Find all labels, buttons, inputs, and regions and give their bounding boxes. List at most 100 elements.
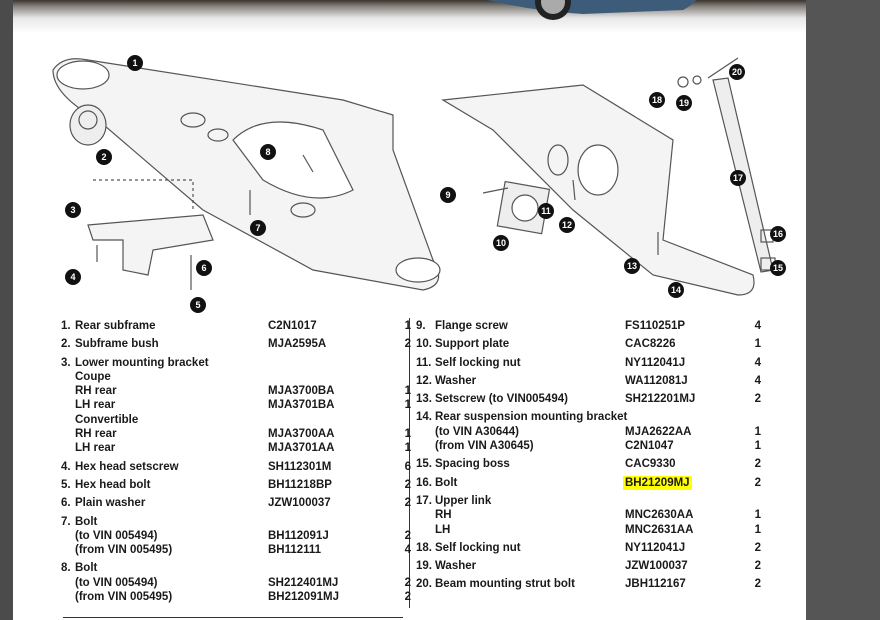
parts-list-subitem: Coupe <box>61 370 411 384</box>
callout-13: 13 <box>624 258 640 274</box>
part-quantity: 2 <box>754 541 761 554</box>
part-description: (from VIN A30645) <box>435 440 534 453</box>
svg-text:7: 7 <box>255 223 260 233</box>
part-number: C2N1047 <box>625 440 674 453</box>
part-quantity: 2 <box>404 478 411 491</box>
callout-18: 18 <box>649 92 665 108</box>
part-number: MJA3700AA <box>268 428 335 441</box>
part-number: JZW100037 <box>268 497 331 510</box>
svg-text:8: 8 <box>265 147 270 157</box>
part-description: Convertible <box>75 413 139 426</box>
callout-12: 12 <box>559 217 575 233</box>
part-description: Rear subframe <box>75 320 156 332</box>
svg-text:12: 12 <box>562 220 572 230</box>
part-number: BH112111 <box>268 544 322 557</box>
part-index: 20. <box>416 578 432 591</box>
svg-text:2: 2 <box>101 152 106 162</box>
parts-list-subitem: Convertible <box>61 413 411 427</box>
part-quantity: 2 <box>404 338 411 351</box>
part-description: Lower mounting bracket <box>75 356 209 369</box>
part-number: CAC8226 <box>625 338 676 351</box>
part-index: 16. <box>416 476 432 489</box>
part-number: SH112301M <box>268 460 332 473</box>
parts-list-item: 7.Bolt <box>61 515 411 529</box>
callout-1: 1 <box>127 55 143 71</box>
part-number: SH212201MJ <box>625 393 696 406</box>
part-index: 5. <box>61 478 71 491</box>
part-description: Beam mounting strut bolt <box>435 578 575 591</box>
part-index: 7. <box>61 515 71 528</box>
svg-text:20: 20 <box>732 67 742 77</box>
part-quantity: 2 <box>754 578 761 591</box>
part-description: Hex head bolt <box>75 478 151 491</box>
part-number: BH11218BP <box>268 478 332 491</box>
part-number: MJA3701BA <box>268 399 335 412</box>
svg-text:6: 6 <box>201 263 206 273</box>
parts-list-item: 8.Bolt <box>61 561 411 575</box>
parts-list-item: 3. Lower mounting bracket <box>61 356 411 370</box>
parts-list-item: 14.Rear suspension mounting bracket <box>416 410 761 424</box>
part-quantity: 2 <box>404 529 411 542</box>
part-number: BH212091MJ <box>268 591 339 604</box>
part-quantity: 4 <box>754 320 761 332</box>
part-index: 12. <box>416 374 432 387</box>
part-quantity: 1 <box>754 509 761 522</box>
part-number: MJA2595A <box>268 338 327 351</box>
page-header-banner <box>13 0 806 33</box>
callout-2: 2 <box>96 149 112 165</box>
part-description: Bolt <box>75 562 98 575</box>
svg-text:11: 11 <box>541 206 551 216</box>
callout-10: 10 <box>493 235 509 251</box>
part-number: FS110251P <box>625 320 686 332</box>
callout-8: 8 <box>260 144 276 160</box>
part-description: Bolt <box>435 476 458 489</box>
part-number: MJA2622AA <box>625 425 692 438</box>
callout-17: 17 <box>730 170 746 186</box>
part-quantity: 1 <box>404 385 411 398</box>
callout-6: 6 <box>196 260 212 276</box>
part-index: 3. <box>61 356 71 369</box>
callout-16: 16 <box>770 226 786 242</box>
part-quantity: 4 <box>404 544 411 557</box>
part-quantity: 2 <box>404 497 411 510</box>
part-quantity: 2 <box>754 560 761 573</box>
part-description: Washer <box>435 560 477 573</box>
part-index: 4. <box>61 460 71 473</box>
callout-14: 14 <box>668 282 684 298</box>
part-quantity: 2 <box>404 576 411 589</box>
part-description: Flange screw <box>435 320 508 332</box>
part-index: 11. <box>416 356 432 369</box>
part-quantity: 1 <box>754 440 761 453</box>
svg-text:15: 15 <box>773 263 783 273</box>
part-quantity: 2 <box>754 476 761 489</box>
callout-20: 20 <box>729 64 745 80</box>
column-divider <box>409 318 410 608</box>
part-quantity: 1 <box>404 399 411 412</box>
part-description: LH <box>435 523 451 536</box>
part-quantity: 1 <box>404 320 411 332</box>
parts-list-subitem: (from VIN A30645) C2N1047 1 <box>416 439 761 453</box>
part-index: 13. <box>416 393 432 406</box>
bottom-rule <box>63 617 403 618</box>
callout-19: 19 <box>676 95 692 111</box>
part-index: 19. <box>416 560 432 573</box>
part-quantity: 6 <box>404 460 411 473</box>
viewer-background <box>806 0 880 620</box>
